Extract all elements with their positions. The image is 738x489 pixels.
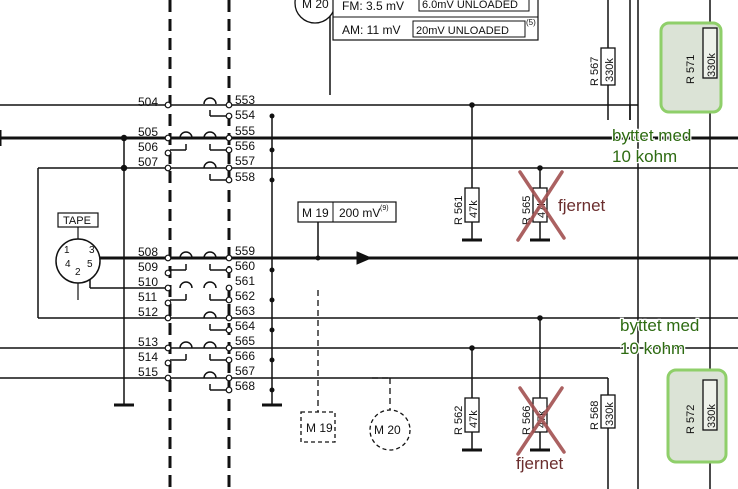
m19-name: M 19 xyxy=(302,206,329,220)
r568-name: R 568 xyxy=(589,401,601,430)
meter-m20-label: M 20 xyxy=(302,0,329,11)
terminal-505: 505 xyxy=(138,125,158,139)
resistor-wiring xyxy=(462,105,609,489)
dashed-m19-label: M 19 xyxy=(306,421,333,435)
r572-value: 330k xyxy=(706,404,718,428)
dashed-measure-points xyxy=(300,290,411,451)
terminal-506: 506 xyxy=(138,140,158,154)
annotation-replaced-bottom-line1: byttet med xyxy=(620,316,699,335)
r562-name: R 562 xyxy=(453,406,465,435)
m19-value: 200 mV xyxy=(339,206,380,220)
am-level: AM: 11 mV xyxy=(342,23,400,37)
terminal-566: 566 xyxy=(235,349,255,363)
terminal-559: 559 xyxy=(235,244,255,258)
terminal-563: 563 xyxy=(235,304,255,318)
r571-name: R 571 xyxy=(685,55,697,84)
terminal-513: 513 xyxy=(138,335,158,349)
terminal-554: 554 xyxy=(235,108,255,122)
annotation-replaced-top-line1: byttet med xyxy=(612,126,691,145)
terminal-553: 553 xyxy=(235,93,255,107)
terminal-561: 561 xyxy=(235,274,255,288)
meter-m20-group: M 20 FM: 3.5 mV 6.0mV UNLOADED AM: 11 mV… xyxy=(294,0,539,41)
tape-pin-2: 2 xyxy=(75,267,81,278)
r561-value: 47k xyxy=(468,200,480,218)
terminal-511: 511 xyxy=(138,290,157,304)
tape-pin-1: 1 xyxy=(64,245,70,256)
terminal-514: 514 xyxy=(138,350,158,364)
r567-name: R 567 xyxy=(589,57,601,86)
terminal-510: 510 xyxy=(138,275,158,289)
fm-unloaded: 6.0mV UNLOADED xyxy=(422,0,518,11)
switch-contacts xyxy=(170,97,229,391)
terminal-562: 562 xyxy=(235,289,255,303)
cross-out-icon xyxy=(516,386,566,456)
tape-pin-5: 5 xyxy=(87,259,93,270)
am-unloaded: 20mV UNLOADED xyxy=(416,25,509,37)
terminal-509: 509 xyxy=(138,260,158,274)
terminal-567: 567 xyxy=(235,364,255,378)
terminal-560: 560 xyxy=(235,259,255,273)
r567-value: 330k xyxy=(604,58,616,82)
r565-name: R 565 xyxy=(521,196,533,225)
tape-connector: TAPE 1 2 3 4 5 xyxy=(55,212,101,300)
terminal-557: 557 xyxy=(235,154,255,168)
terminal-507: 507 xyxy=(138,155,158,169)
annotation-removed-top: fjernet xyxy=(558,196,606,215)
terminal-504: 504 xyxy=(138,95,158,109)
vertical-rails xyxy=(168,0,711,489)
resistor-r566-removed: 47k R 566 xyxy=(516,386,566,456)
resistor-r568: 330k R 568 xyxy=(589,394,616,430)
dashed-m20-label: M 20 xyxy=(374,423,401,437)
right-terminal-group: 553 554 555 556 557 558 559 560 561 562 … xyxy=(225,93,275,394)
tape-pin-4: 4 xyxy=(65,259,71,270)
terminal-565: 565 xyxy=(235,334,255,348)
annotation-removed-bottom: fjernet xyxy=(516,454,564,473)
resistor-r562: 47k R 562 xyxy=(453,397,480,435)
terminal-556: 556 xyxy=(235,139,255,153)
terminal-512: 512 xyxy=(138,305,158,319)
tape-pin-3: 3 xyxy=(89,245,95,256)
resistor-r565-removed: 47k R 565 xyxy=(516,170,566,242)
resistor-r571-highlighted: 330k R 571 xyxy=(659,21,723,114)
terminal-515: 515 xyxy=(138,365,158,379)
r571-value: 330k xyxy=(706,53,718,77)
terminal-568: 568 xyxy=(235,379,255,393)
resistor-r561: 47k R 561 xyxy=(453,187,480,225)
annotation-replaced-bottom-line2: 10 kohm xyxy=(620,339,685,358)
fm-level: FM: 3.5 mV xyxy=(342,0,404,13)
r561-name: R 561 xyxy=(453,196,465,225)
resistor-r572-highlighted: 330k R 572 xyxy=(666,368,728,464)
terminal-555: 555 xyxy=(235,124,255,138)
terminal-564: 564 xyxy=(235,319,255,333)
terminal-508: 508 xyxy=(138,245,158,259)
terminal-558: 558 xyxy=(235,170,255,184)
cross-out-icon xyxy=(516,170,566,242)
tape-label: TAPE xyxy=(63,215,91,227)
r568-value: 330k xyxy=(604,402,616,426)
resistor-r567: 330k R 567 xyxy=(589,47,616,86)
am-note: (5) xyxy=(526,18,536,27)
m19-note: (9) xyxy=(380,205,389,212)
r565-value: 47k xyxy=(536,200,548,218)
m19-measure-box: M 19 200 mV (9) xyxy=(297,201,397,261)
ground-buses xyxy=(114,115,282,407)
r566-name: R 566 xyxy=(521,406,533,435)
r572-name: R 572 xyxy=(685,405,697,434)
r562-value: 47k xyxy=(468,410,480,428)
annotation-replaced-top-line2: 10 kohm xyxy=(612,147,677,166)
left-terminal-group: 504 505 506 507 508 509 510 511 512 513 … xyxy=(138,95,172,382)
